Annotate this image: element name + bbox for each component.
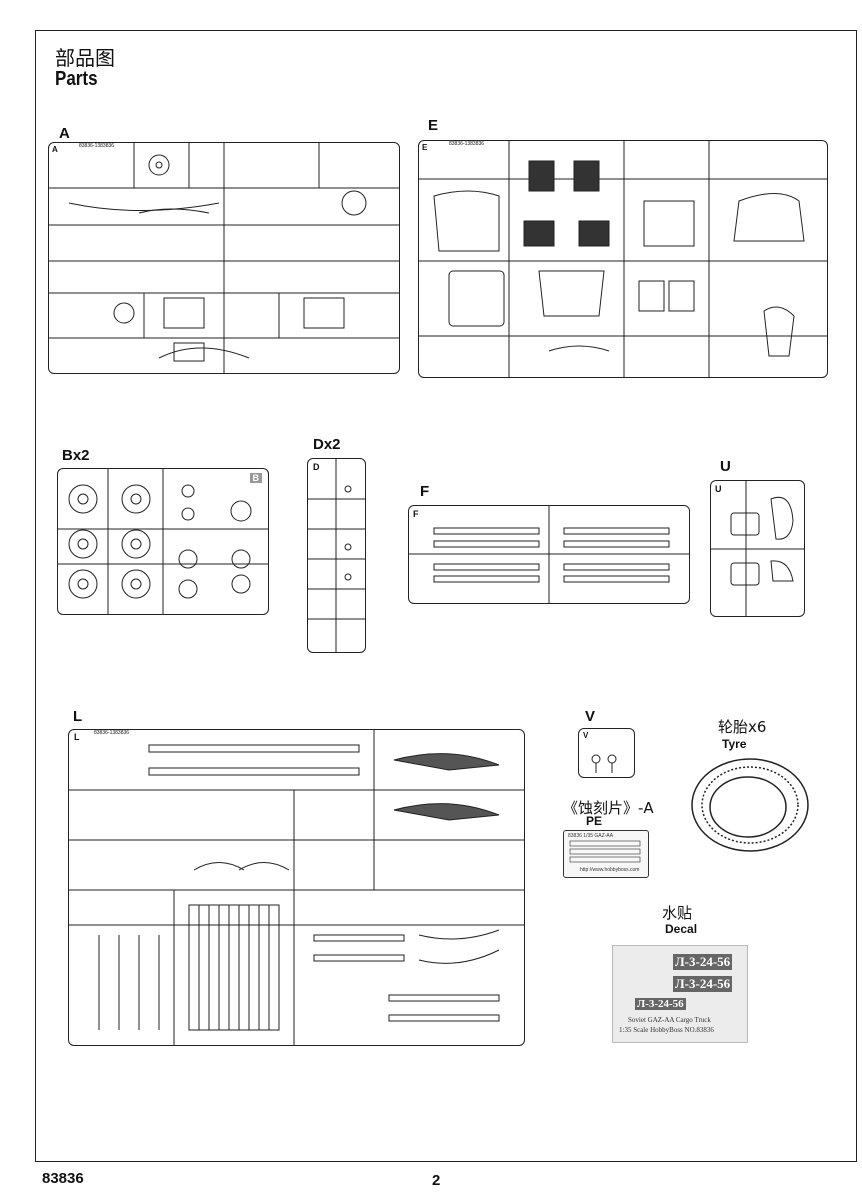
decal-plate-2: Л-3-24-56 [673,976,733,992]
sprue-a-tag: A [52,145,58,154]
sprue-v-drawing [591,754,617,773]
sprue-d-label: Dx2 [313,436,341,453]
sprue-f-label: F [420,483,430,500]
decal-plate-3: Л-3-24-56 [635,998,686,1010]
decal-line-2: 1:35 Scale HobbyBoss NO.83836 [619,1026,714,1034]
sprue-f: F [408,505,690,604]
sprue-d-drawing [308,459,365,652]
sprue-b: B [57,468,269,615]
sprue-u-label: U [720,458,731,475]
sprue-v: V [578,728,635,778]
sprue-b-drawing [58,469,268,614]
page-number: 2 [432,1172,441,1189]
tyre-caption-en: Tyre [722,737,747,751]
decal-caption-cn: 水贴 [662,904,693,922]
sprue-e-label: E [428,117,439,134]
sprue-a: A 83836-1383836 [48,142,400,374]
pe-caption-cn: 《蚀刻片》-A [563,799,654,817]
sprue-a-drawing [49,143,399,373]
sprue-l-code: 83836-1383836 [94,730,130,736]
sprue-b-label: Bx2 [62,447,90,464]
sprue-d: D [307,458,366,653]
footer-code: 83836 [42,1170,84,1187]
sprue-v-tag: V [583,731,589,740]
sprue-e-code: 83836-1383836 [449,141,485,147]
sprue-e: E 83836-1383836 [418,140,828,378]
decal-sheet: Л-3-24-56 Л-3-24-56 Л-3-24-56 Soviet GAZ… [612,945,748,1043]
sprue-d-tag: D [313,462,320,472]
decal-plate-1: Л-3-24-56 [673,954,733,970]
sprue-b-tag: B [249,473,262,483]
sprue-f-drawing [409,506,689,603]
decal-line-1: Soviet GAZ-AA Cargo Truck [628,1016,711,1024]
sprue-u: U [710,480,805,617]
sprue-l: L 83836-1383836 [68,729,525,1046]
page-title-en: Parts [55,68,98,90]
tyre-drawing [691,758,809,852]
page-title-cn: 部品图 [55,46,115,70]
sprue-l-tag: L [74,732,80,742]
decal-caption-en: Decal [665,922,698,936]
pe-fret: 83836 1/35 GAZ-AA http://www.hobbyboss.c… [563,830,649,878]
pe-header: 83836 1/35 GAZ-AA [568,833,614,839]
sprue-a-code: 83836-1383836 [79,143,115,149]
sprue-u-tag: U [715,484,722,494]
tyre-caption-cn: 轮胎x6 [718,718,767,736]
sprue-v-label: V [585,708,596,725]
sprue-l-label: L [73,708,83,725]
sprue-l-drawing [69,730,524,1045]
sprue-e-drawing [419,141,827,377]
sprue-f-tag: F [413,509,419,519]
pe-caption-en: PE [586,814,603,828]
pe-url: http://www.hobbyboss.com [580,867,640,873]
pe-fret-drawing [569,840,641,863]
sprue-a-label: A [59,125,70,142]
sprue-u-drawing [711,481,804,616]
page-frame [35,30,857,1162]
sprue-e-tag: E [422,143,428,152]
